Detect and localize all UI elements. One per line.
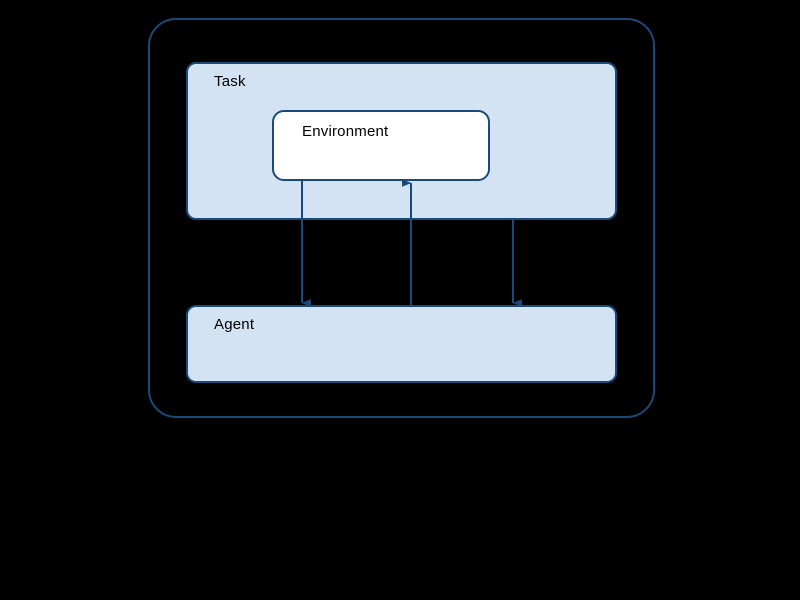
task-label: Task	[214, 73, 246, 90]
agent-box[interactable]: Agent	[186, 305, 617, 383]
environment-label: Environment	[302, 123, 389, 140]
agent-label: Agent	[214, 316, 255, 333]
environment-box[interactable]: Environment	[272, 110, 490, 181]
